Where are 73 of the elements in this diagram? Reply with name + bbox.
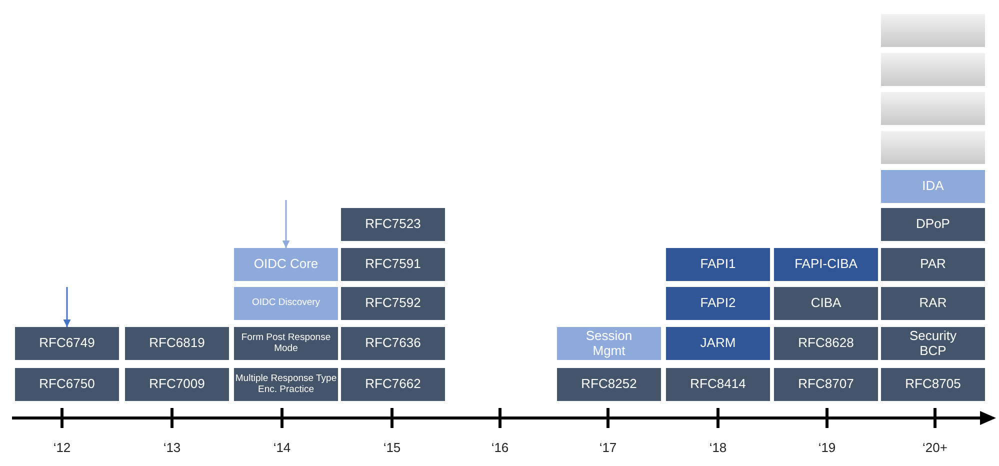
box-label: PAR: [920, 257, 946, 272]
standard-box: [341, 208, 445, 241]
year-label: ‘13: [162, 440, 182, 455]
arrow: [63, 287, 71, 327]
standard-box: [774, 327, 878, 360]
placeholder-box: [881, 131, 985, 164]
box-label: RFC8707: [798, 377, 854, 392]
box-label: RFC8414: [690, 377, 746, 392]
year-label: ‘15: [382, 440, 402, 455]
standard-box: [234, 368, 338, 401]
standard-box: [774, 287, 878, 320]
box-label: OIDC Core: [254, 257, 318, 272]
standard-box: [666, 287, 770, 320]
year-label: ‘20+: [922, 440, 948, 455]
standard-box: [234, 248, 338, 281]
standard-box: [666, 368, 770, 401]
box-label: RFC6819: [149, 336, 205, 351]
year-label: ‘12: [52, 440, 72, 455]
standard-box: [341, 287, 445, 320]
placeholder-box: [881, 53, 985, 86]
box-label: RFC7523: [365, 217, 421, 232]
standard-box: [234, 287, 338, 320]
box-label: Session Mgmt: [584, 329, 634, 358]
standard-box: [881, 208, 985, 241]
box-label: CIBA: [810, 296, 842, 311]
year-label: ‘16: [490, 440, 510, 455]
standard-box: [234, 327, 338, 360]
box-label: RFC7662: [365, 377, 421, 392]
box-label: IDA: [922, 179, 944, 194]
standard-box: [666, 327, 770, 360]
year-label: ‘17: [598, 440, 618, 455]
box-label: FAPI2: [700, 296, 736, 311]
standard-box: [341, 327, 445, 360]
box-label: RFC8252: [581, 377, 637, 392]
box-label: RFC7592: [365, 296, 421, 311]
box-label: FAPI1: [700, 257, 736, 272]
box-label: RFC8705: [905, 377, 961, 392]
year-label: ‘14: [272, 440, 292, 455]
box-label: RFC6750: [39, 377, 95, 392]
box-label: Form Post Response Mode: [240, 333, 332, 354]
standard-box: [774, 248, 878, 281]
standard-box: [881, 327, 985, 360]
standard-box: [557, 327, 661, 360]
standard-box: [15, 327, 119, 360]
standard-box: [774, 368, 878, 401]
standard-box: [341, 248, 445, 281]
box-label: RAR: [919, 296, 947, 311]
standard-box: [881, 170, 985, 203]
standard-box: [666, 248, 770, 281]
box-label: RFC7636: [365, 336, 421, 351]
arrow: [282, 200, 290, 248]
box-label: RFC8628: [798, 336, 854, 351]
box-label: Multiple Response Type Enc. Practice: [234, 374, 338, 395]
box-label: DPoP: [916, 217, 950, 232]
standard-box: [125, 327, 229, 360]
standard-box: [881, 287, 985, 320]
box-label: RFC7009: [149, 377, 205, 392]
year-label: ‘19: [817, 440, 837, 455]
standard-box: [341, 368, 445, 401]
box-label: JARM: [700, 336, 736, 351]
box-label: RFC6749: [39, 336, 95, 351]
box-label: Security BCP: [908, 329, 958, 358]
year-label: ‘18: [708, 440, 728, 455]
box-label: FAPI-CIBA: [794, 257, 858, 272]
placeholder-box: [881, 92, 985, 125]
standard-box: [881, 368, 985, 401]
box-label: OIDC Discovery: [252, 298, 320, 309]
standard-box: [557, 368, 661, 401]
standard-box: [125, 368, 229, 401]
placeholder-box: [881, 14, 985, 47]
standard-box: [881, 248, 985, 281]
standard-box: [15, 368, 119, 401]
box-label: RFC7591: [365, 257, 421, 272]
